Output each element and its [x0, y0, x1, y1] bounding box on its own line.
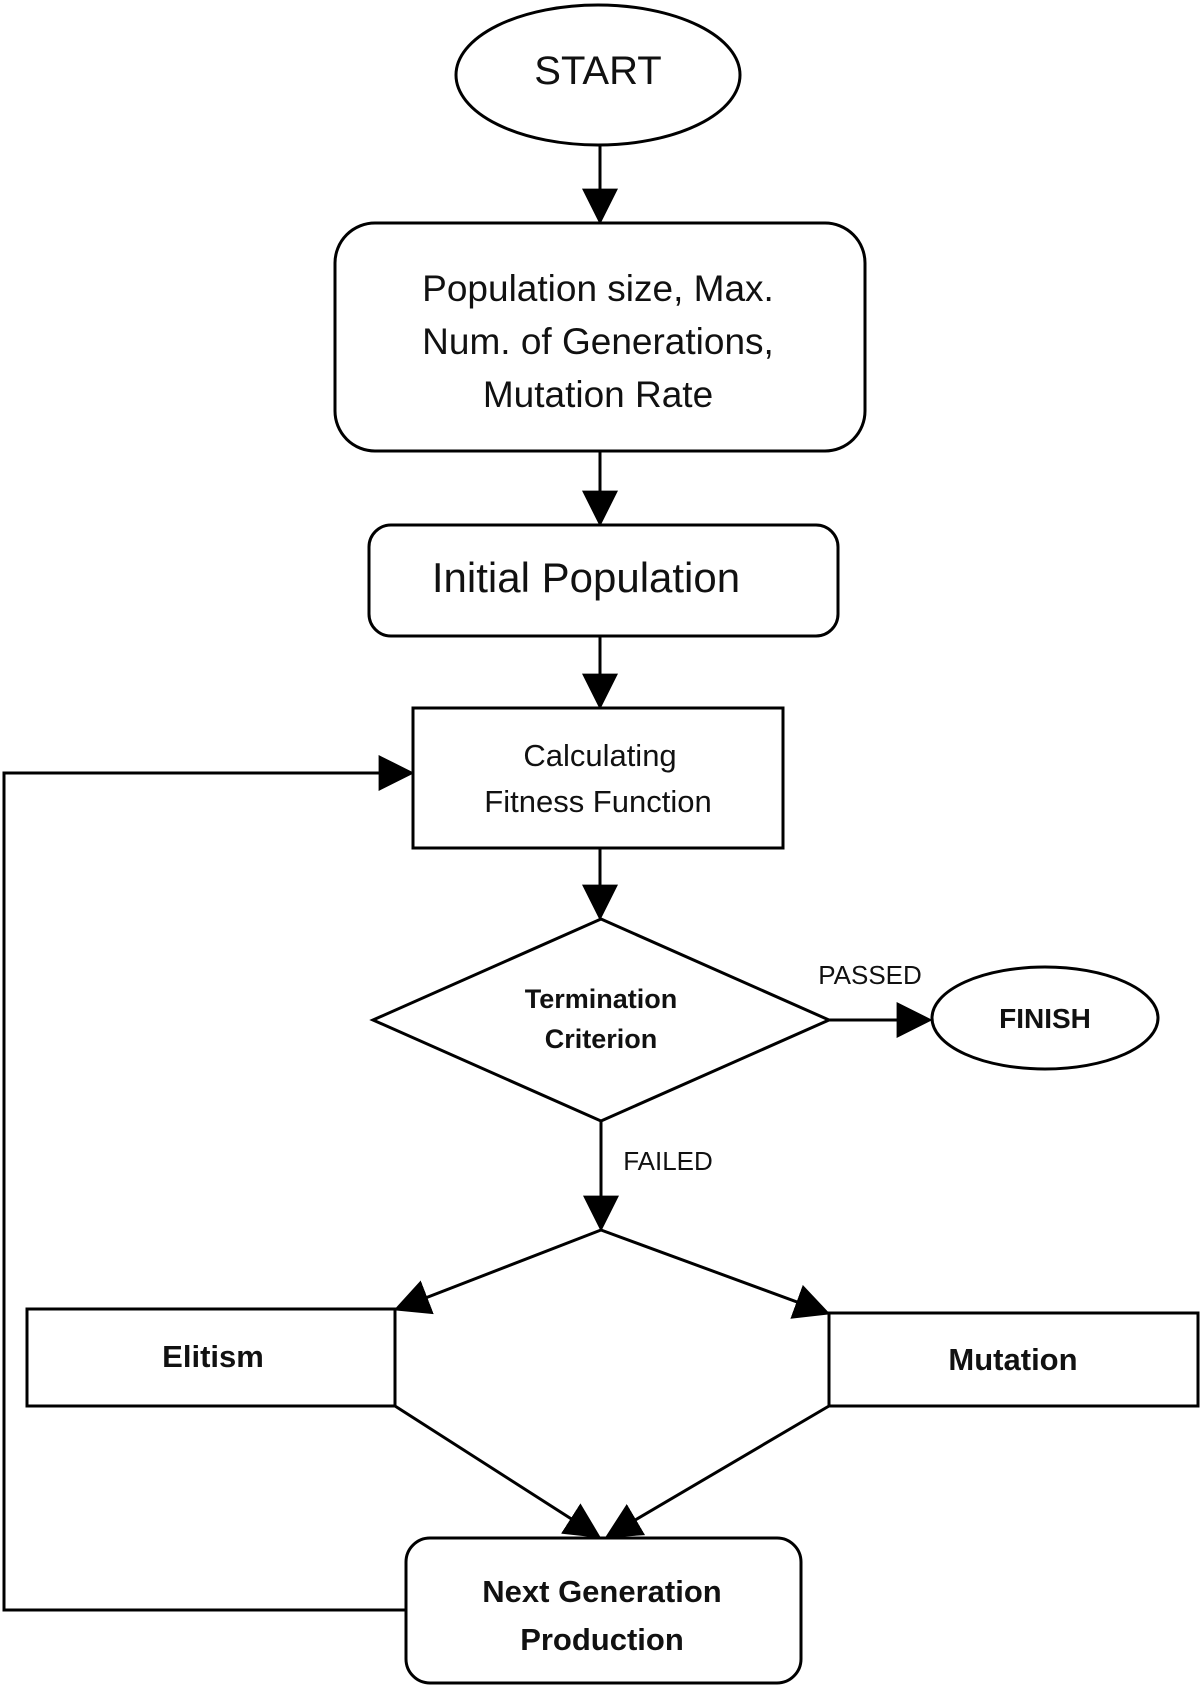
termination-label-line-1: Termination — [525, 984, 678, 1014]
params-label-line-2: Num. of Generations, — [422, 321, 774, 362]
mutation-node — [827, 1311, 1200, 1408]
finish-label: FINISH — [999, 1003, 1091, 1034]
fitness-function-node — [411, 706, 785, 850]
edge-split-to-mutation — [600, 1228, 831, 1319]
mutation-label: Mutation — [948, 1342, 1077, 1377]
termination-label-line-2: Criterion — [545, 1024, 658, 1054]
termination-criterion-node — [369, 917, 833, 1123]
fitness-label-line-2: Fitness Function — [484, 784, 711, 819]
fitness-label-line-1: Calculating — [523, 738, 676, 773]
next-generation-label-line-1: Next Generation — [482, 1574, 721, 1609]
edge-split-to-elitism — [393, 1228, 602, 1315]
edge-mutation-to-next — [604, 1404, 830, 1538]
start-node — [454, 3, 742, 147]
elitism-node — [25, 1307, 397, 1408]
start-label: START — [534, 49, 661, 93]
params-label-line-3: Mutation Rate — [483, 374, 713, 415]
edge-loop-back-to-fitness — [2, 755, 415, 1612]
initial-population-label: Initial Population — [432, 554, 740, 601]
next-generation-label-line-2: Production — [520, 1622, 684, 1657]
elitism-label: Elitism — [162, 1339, 264, 1374]
next-generation-node — [404, 1536, 803, 1685]
failed-label: FAILED — [623, 1146, 713, 1176]
edge-elitism-to-next — [394, 1404, 602, 1538]
passed-label: PASSED — [818, 960, 922, 990]
params-label-line-1: Population size, Max. — [422, 268, 774, 309]
